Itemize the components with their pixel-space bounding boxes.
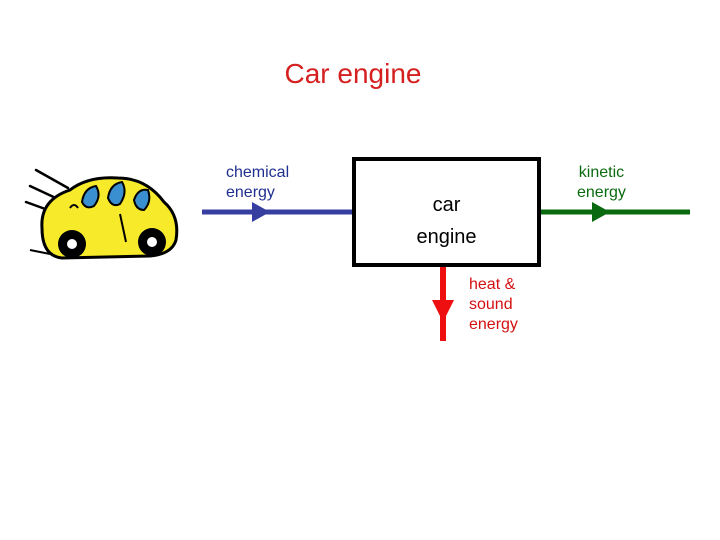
waste-energy-label: heat & sound energy [469, 276, 518, 333]
waste-arrow [432, 262, 454, 341]
input-arrow [202, 202, 352, 222]
diagram-title: Car engine [284, 58, 422, 89]
output-arrow [536, 202, 690, 222]
engine-label: car engine [416, 194, 477, 248]
car-icon [24, 168, 179, 260]
input-energy-label: chemical energy [226, 164, 290, 201]
output-energy-label: kinetic energy [577, 164, 626, 201]
engine-box: car engine [352, 157, 541, 267]
